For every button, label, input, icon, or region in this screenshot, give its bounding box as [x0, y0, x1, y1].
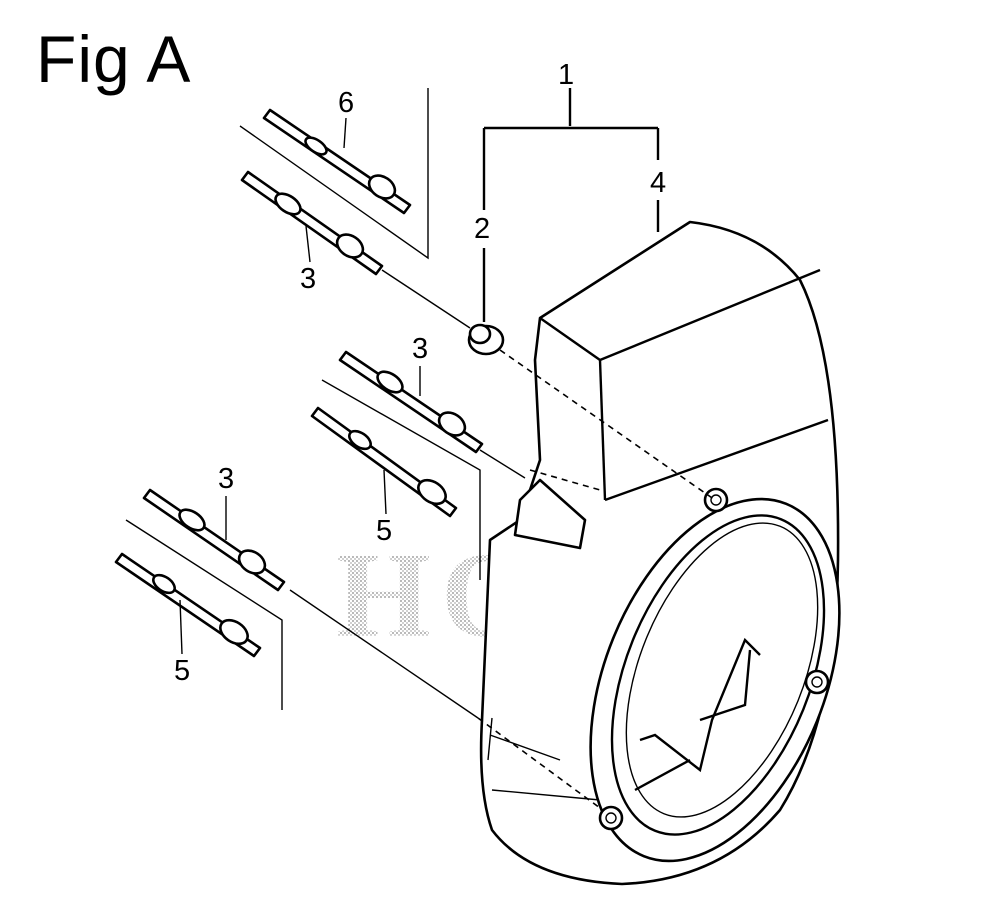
- callout-1: 1: [558, 59, 574, 91]
- callout-3-top: 3: [300, 263, 316, 295]
- stud-bolts: [114, 108, 484, 658]
- leader-lines: [125, 88, 716, 809]
- stud-bolt-3-top: [240, 170, 384, 276]
- stud-bolt-5-lower: [114, 552, 262, 658]
- callout-5-middle: 5: [376, 515, 392, 547]
- callout-4: 4: [650, 167, 666, 199]
- stud-bolt-6: [262, 108, 412, 215]
- stud-bolt-3-middle: [338, 350, 484, 454]
- callout-labels: 1 2 3 3 3 4 5 5 6: [174, 59, 666, 687]
- figure-title: Fig A: [36, 22, 192, 96]
- stud-bolt-5-middle: [310, 406, 458, 518]
- stud-bolt-3-lower: [142, 488, 286, 592]
- callout-6: 6: [338, 87, 354, 119]
- callout-stubs: [179, 117, 421, 655]
- callout-3-lower: 3: [218, 463, 234, 495]
- grommet: [467, 323, 505, 356]
- callout-5-lower: 5: [174, 655, 190, 687]
- callout-2: 2: [474, 213, 490, 245]
- fan-cover-shroud: [479, 220, 841, 886]
- callout-3-middle: 3: [412, 333, 428, 365]
